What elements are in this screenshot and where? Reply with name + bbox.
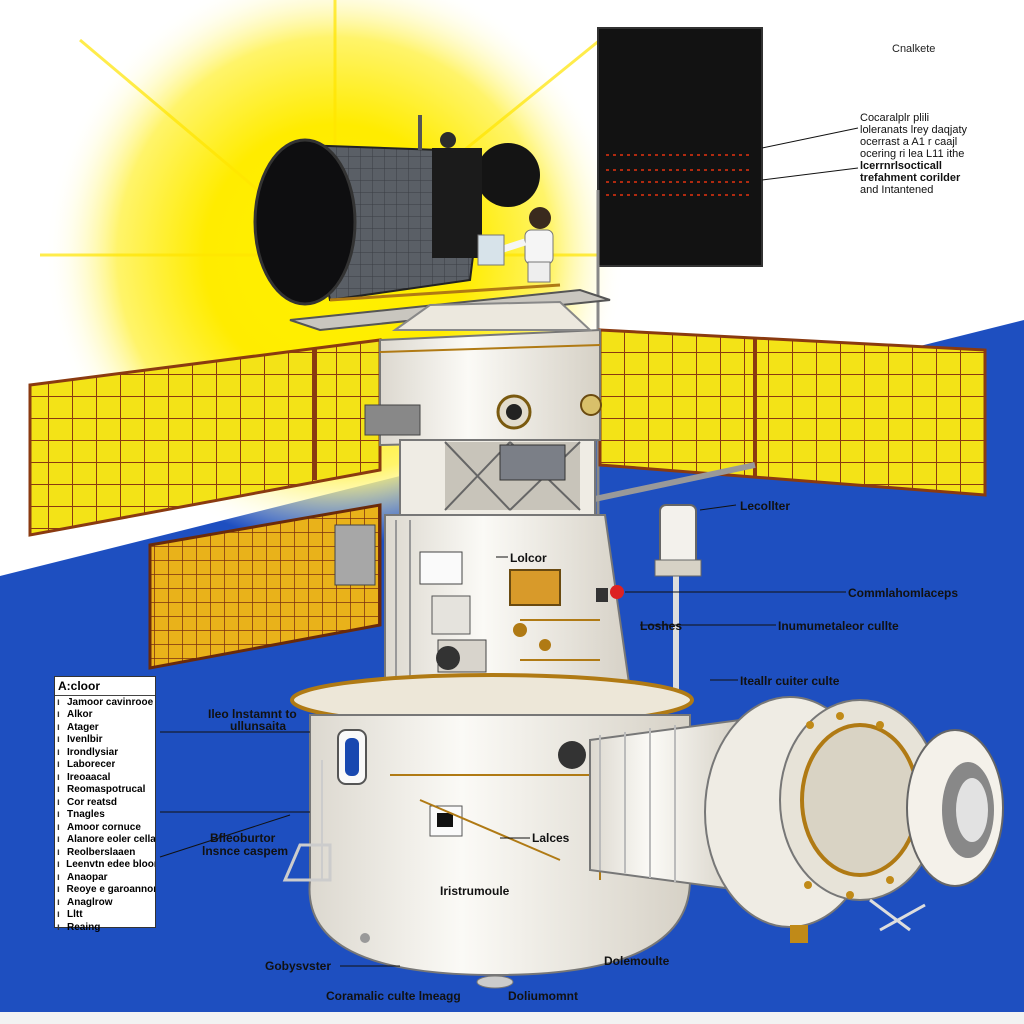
legend-tick: ı: [57, 846, 60, 858]
label-instrument-to: Ileo lnstamnt to: [208, 707, 297, 721]
label-heat-suite: Iteallr cuiter culte: [740, 674, 840, 688]
legend-tick: ı: [57, 834, 60, 846]
label-coramic: Coramalic culte lmeagg: [326, 989, 461, 1003]
legend-item-label: Lltt: [67, 909, 83, 921]
legend-item-label: Tnagles: [67, 809, 105, 821]
legend-item: ı Ireoaacal: [55, 771, 155, 784]
legend-item-label: Reolberslaaen: [67, 846, 136, 858]
caption-line: loleranats lrey daqjaty: [860, 124, 968, 136]
caption-line: ocering ri lea L11 ithe: [860, 148, 965, 160]
legend-item: ı Cor reatsd: [55, 796, 155, 809]
legend-tick: ı: [57, 809, 60, 821]
legend-item: ı Ivenlbir: [55, 734, 155, 747]
label-commutator: Commlahomlaceps: [848, 586, 959, 600]
legend-item-label: Anaopar: [67, 871, 108, 883]
side-mast: [596, 504, 702, 700]
upper-hull: [364, 300, 602, 447]
label-instrumoule: Iristrumoule: [440, 884, 510, 898]
legend-tick: ı: [57, 796, 60, 808]
legend-item: ı Jamoor cavinrooe: [55, 696, 155, 709]
dark-antenna-panel: [596, 27, 763, 520]
legend-item-label: Ivenlbir: [67, 734, 103, 746]
legend-item: ı Anaopar: [55, 871, 155, 884]
legend-tick: ı: [57, 896, 60, 908]
legend-tick: ı: [57, 909, 60, 921]
legend-item-label: Jamoor cavinrooe: [67, 696, 154, 708]
legend-item-label: Reomaspotrucal: [67, 784, 146, 796]
legend-item: ı Reaing: [55, 921, 155, 934]
legend-item-label: Atager: [67, 721, 99, 733]
legend-tick: ı: [57, 784, 60, 796]
caption-line: Cocaralplr plili: [860, 112, 930, 124]
label-doliumoment: Doliumomnt: [508, 989, 578, 1003]
label-instrumentation: Inumumetaleor cullte: [778, 619, 899, 633]
legend-tick: ı: [57, 821, 60, 833]
legend-item: ı Anaglrow: [55, 896, 155, 909]
legend-item-label: Alanore eoler cella: [66, 834, 155, 846]
legend-tick: ı: [57, 734, 60, 746]
legend-tick: ı: [57, 871, 60, 883]
left-lower-solar-array: [148, 503, 382, 670]
caption-title: Cnalkete: [892, 43, 936, 55]
legend-item: ı Tnagles: [55, 809, 155, 822]
telescope-dish: [253, 115, 540, 306]
legend-item-label: Anaglrow: [67, 896, 113, 908]
legend-tick: ı: [57, 859, 60, 871]
legend-item: ı Reomaspotrucal: [55, 784, 155, 797]
caption-line: lcerrnrlsocticall: [860, 160, 942, 172]
astronaut-figure: [477, 207, 554, 283]
label-dolemoulte: Dolemoulte: [604, 954, 670, 968]
legend-tick: ı: [57, 746, 60, 758]
label-bfleobutor: Bfleoburtor: [210, 831, 276, 845]
legend-tick: ı: [57, 721, 60, 733]
legend-item: ı Laborecer: [55, 759, 155, 772]
engine-module: [589, 696, 1004, 943]
legend-item: ı Alanore eoler cella: [55, 834, 155, 847]
legend-tick: ı: [57, 709, 60, 721]
legend-item-label: Irondlysiar: [67, 746, 119, 758]
legend-item-label: Alkor: [67, 709, 93, 721]
legend-item: ı Reoye e garoannon: [55, 884, 155, 897]
caption-line: and Intantened: [860, 184, 934, 196]
legend-item: ı Atager: [55, 721, 155, 734]
label-locollter: Lecollter: [740, 499, 791, 513]
legend-tick: ı: [57, 884, 60, 896]
caption-line: trefahment corilder: [860, 172, 961, 184]
truss-section: [399, 439, 596, 516]
legend-item-label: Cor reatsd: [67, 796, 118, 808]
label-ulluncauta: ullunsaita: [230, 719, 287, 733]
legend-item-label: Ireoaacal: [67, 771, 111, 783]
legend-tick: ı: [57, 696, 60, 708]
legend-tick: ı: [57, 759, 60, 771]
legend-item: ı Irondlysiar: [55, 746, 155, 759]
left-solar-array: [28, 338, 382, 537]
legend-item-label: Reaing: [67, 921, 101, 933]
legend-item: ı Lltt: [55, 909, 155, 922]
left-stand: [282, 843, 332, 882]
label-lolcor: Lolcor: [510, 551, 547, 565]
legend-item: ı Alkor: [55, 709, 155, 722]
leader-lines: [159, 127, 859, 967]
label-loshes: Loshes: [640, 619, 683, 633]
legend-item-label: Laborecer: [67, 759, 116, 771]
legend-item: ı Reolberslaaen: [55, 846, 155, 859]
legend-tick: ı: [57, 771, 60, 783]
legend-item: ı Leenvtn edee bloorn: [55, 859, 155, 872]
legend-item-label: Leenvtn edee bloorn: [66, 859, 155, 871]
label-lalces: Lalces: [532, 831, 570, 845]
middle-hull: [334, 514, 632, 702]
label-gobyuster: Gobysvster: [265, 959, 332, 973]
legend-tick: ı: [57, 921, 60, 933]
legend-item-label: Amoor cornuce: [67, 821, 141, 833]
label-lnsnce-caspem: lnsnce caspem: [202, 844, 289, 858]
legend-title: A:cloor: [55, 677, 155, 696]
caption-text: Cocaralplr plili loleranats lrey daqjaty…: [860, 112, 967, 196]
legend-item-label: Reoye e garoannon: [66, 884, 155, 896]
legend-item: ı Amoor cornuce: [55, 821, 155, 834]
caption-line: ocerrast a A1 r caajl: [860, 136, 958, 148]
